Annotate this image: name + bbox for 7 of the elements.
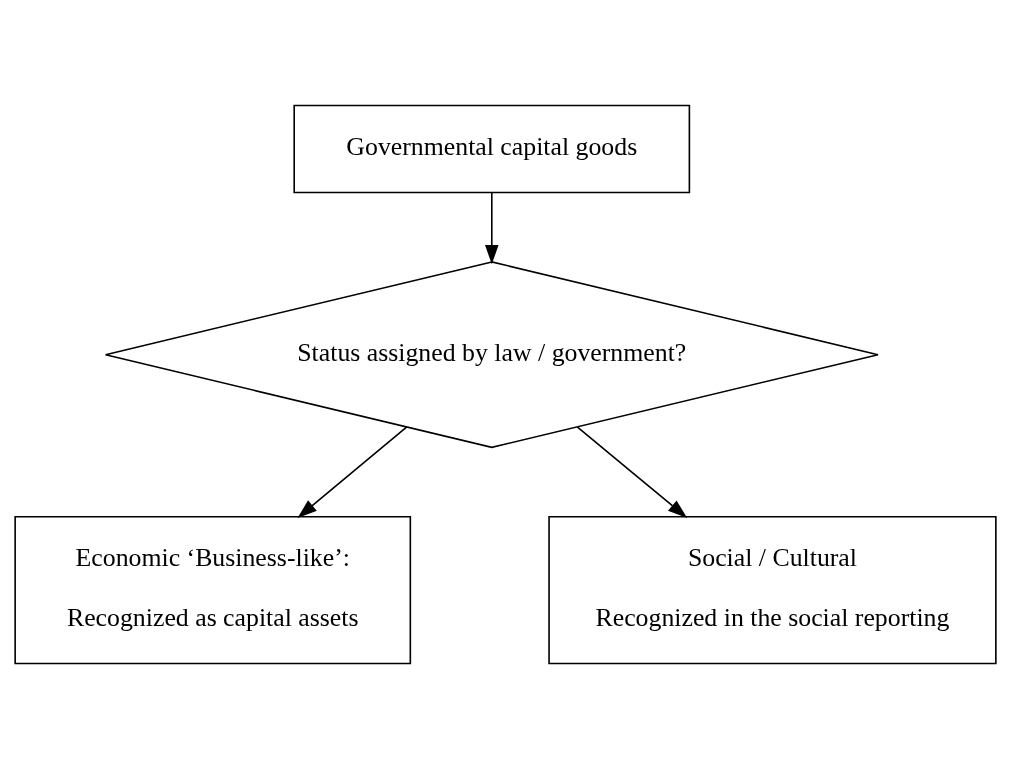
- node-box: Governmental capital goods: [293, 104, 691, 193]
- arrow: [485, 191, 499, 264]
- arrow: [576, 425, 688, 518]
- node-diamond: Status assigned by law / government?: [104, 260, 879, 448]
- node-box: Social / Cultural Recognized in the social reporting: [548, 515, 997, 664]
- arrow: [297, 425, 408, 518]
- node-box: Economic ‘Business-like’: Recognized as capital assets: [14, 515, 412, 664]
